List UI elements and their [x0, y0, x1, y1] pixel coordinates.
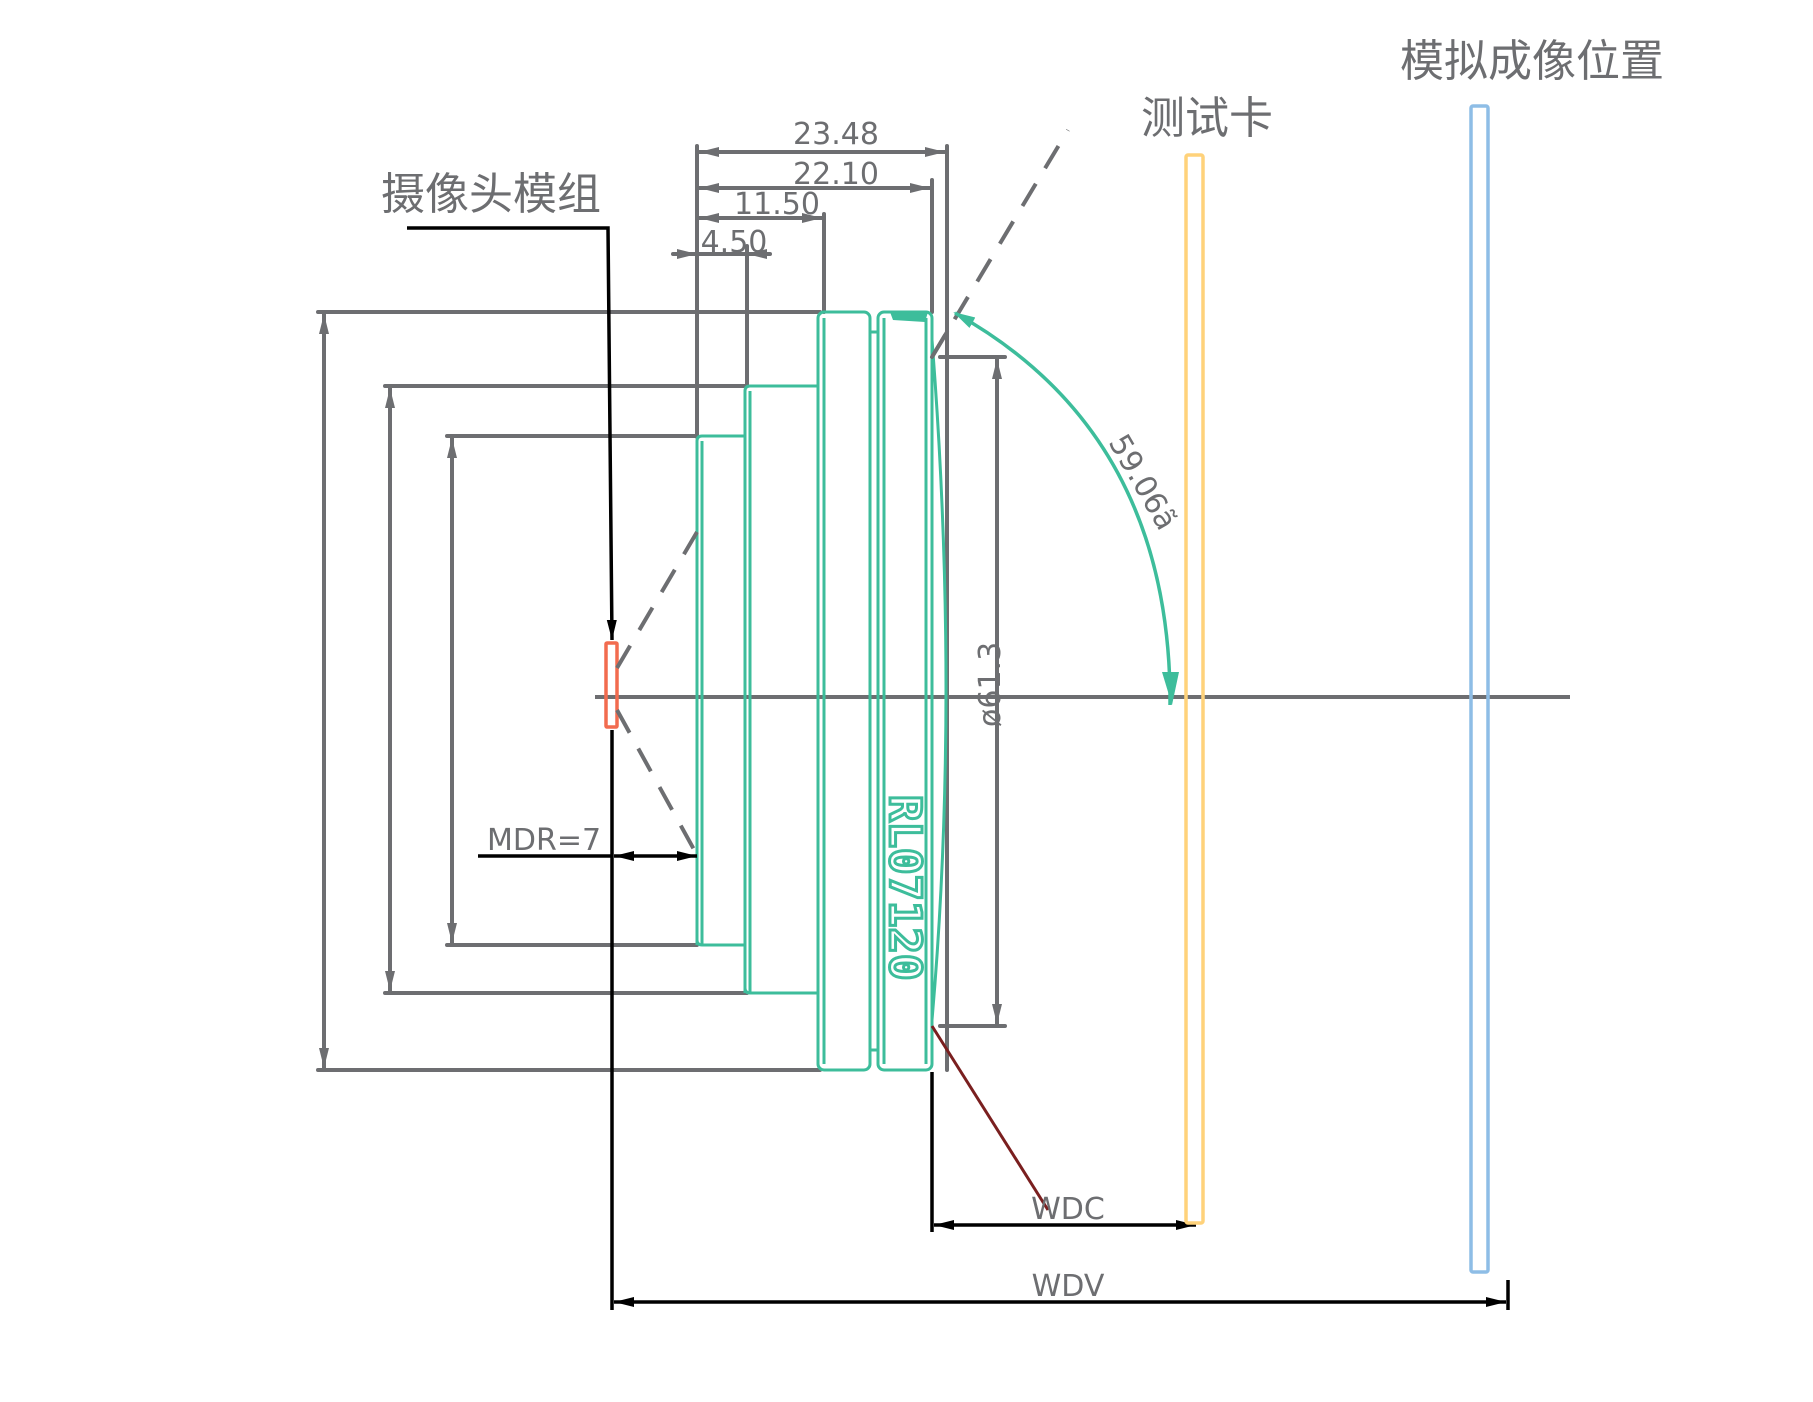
camera-module-leader: 摄像头模组 [381, 169, 617, 641]
dim-label-4-50: 4.50 [701, 225, 768, 260]
camera-module-label: 摄像头模组 [381, 169, 601, 220]
lens-model-label: RL07120 [879, 795, 930, 980]
dim-label-22-10: 22.10 [793, 157, 879, 192]
mdr-label: MDR=7 [487, 823, 601, 858]
lens-body: RL07120 [695, 310, 948, 1072]
dimension-4-50: 4.50 [671, 225, 772, 388]
test-card: 测试卡 [1141, 93, 1273, 1225]
diameter-dimension: ø61.3 [930, 330, 1008, 1028]
sensor [604, 641, 619, 729]
fov-line-upper [615, 530, 699, 670]
angle-label: 59.06ã [1101, 429, 1183, 537]
diameter-label: ø61.3 [973, 642, 1008, 727]
simulated-image-position-label: 模拟成像位置 [1400, 36, 1664, 87]
wdv-dimension: WDV [614, 1269, 1510, 1310]
left-dimension-inner [445, 434, 699, 947]
left-dimension-middle [383, 384, 749, 995]
wdv-label: WDV [1032, 1269, 1105, 1304]
test-card-label: 测试卡 [1141, 93, 1273, 144]
dimension-22-10: 22.10 [697, 157, 934, 314]
fov-line-lower [615, 709, 699, 856]
dimension-23-48: 23.48 [695, 117, 949, 1072]
mdr-dimension: MDR=7 [478, 823, 697, 861]
wdc-dimension: WDC [930, 1025, 1196, 1232]
simulated-image-plane: 模拟成像位置 [1400, 36, 1664, 1274]
fov-line-outer [930, 128, 1070, 359]
left-dimension-outer [316, 310, 822, 1072]
dim-label-23-48: 23.48 [793, 117, 879, 152]
dim-label-11-50: 11.50 [734, 187, 820, 222]
dimension-11-50: 11.50 [697, 187, 826, 314]
wdc-label: WDC [1031, 1192, 1105, 1227]
